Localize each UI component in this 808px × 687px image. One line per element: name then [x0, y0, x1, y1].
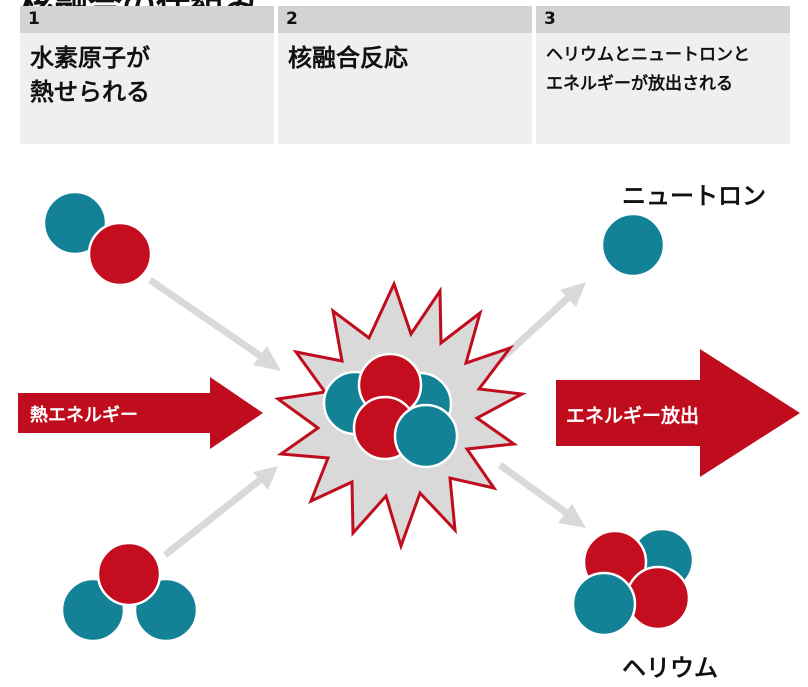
energy-release-label: エネルギー放出: [566, 405, 700, 427]
neutron-particle: [600, 212, 666, 278]
neutron-label: ニュートロン: [622, 182, 766, 210]
heat-energy-label: 熱エネルギー: [30, 405, 138, 426]
heat-energy-arrow: [18, 377, 263, 449]
helium-nucleus: [571, 527, 695, 637]
input-arrow-top: [148, 277, 281, 371]
helium-label: ヘリウム: [622, 654, 718, 682]
step-2: 2 核融合反応: [278, 6, 532, 144]
energy-release-arrow: [556, 349, 800, 477]
step-2-number: 2: [278, 6, 532, 33]
step-2-text: 核融合反応: [278, 33, 532, 144]
hydrogen-atom-top: [42, 190, 153, 287]
output-arrow-neutron: [497, 282, 586, 363]
step-1: 1 水素原子が 熱せられる: [20, 6, 274, 144]
input-arrow-bottom: [162, 466, 278, 558]
hydrogen-atom-bottom: [60, 541, 199, 643]
output-arrow-helium: [497, 462, 586, 528]
step-3-text: ヘリウムとニュートロンと エネルギーが放出される: [536, 33, 790, 144]
step-1-text: 水素原子が 熱せられる: [20, 33, 274, 144]
step-table: 1 水素原子が 熱せられる 2 核融合反応 3 ヘリウムとニュートロンと エネル…: [20, 6, 790, 144]
step-3: 3 ヘリウムとニュートロンと エネルギーが放出される: [536, 6, 790, 144]
step-3-number: 3: [536, 6, 790, 33]
fusion-nucleus: [322, 352, 459, 469]
step-1-number: 1: [20, 6, 274, 33]
